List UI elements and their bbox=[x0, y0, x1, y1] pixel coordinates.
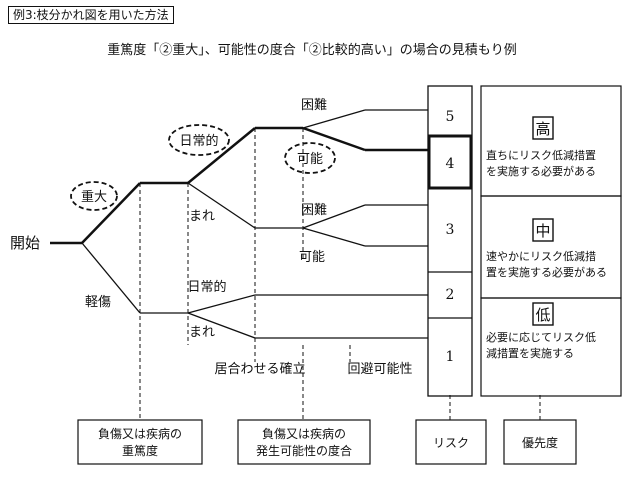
label-minor: 軽傷 bbox=[85, 295, 111, 310]
priority-high-level-frame bbox=[532, 116, 554, 140]
branch-major bbox=[81, 182, 141, 244]
footer-likelihood-box bbox=[237, 419, 371, 465]
risk-3: 3 bbox=[446, 222, 455, 238]
footer-likelihood-line-2: 発生可能性の度合 bbox=[256, 443, 352, 458]
branch-minor-routine bbox=[187, 294, 256, 314]
priority-high-level: 高 bbox=[535, 120, 550, 138]
footer-severity-box bbox=[77, 419, 203, 465]
label-start: 開始 bbox=[10, 234, 40, 252]
branch-routine-possible bbox=[302, 126, 366, 152]
label-exposure: 居合わせる確立 bbox=[214, 361, 305, 377]
risk-1: 1 bbox=[446, 349, 455, 365]
risk-2: 2 bbox=[446, 287, 455, 303]
ellipse-routine bbox=[168, 124, 230, 156]
risk-column: 5 4 3 2 1 bbox=[427, 85, 473, 397]
priority-high-text-1: 直ちにリスク低減措置 bbox=[486, 148, 596, 162]
footer-priority-box bbox=[503, 419, 577, 465]
footer-severity-line-2: 重篤度 bbox=[122, 443, 158, 458]
highlight-ellipses bbox=[70, 124, 336, 211]
branch-major-rare bbox=[187, 182, 256, 229]
ellipse-major bbox=[70, 181, 118, 211]
branch-minor-rare bbox=[187, 312, 256, 339]
priority-low-level: 低 bbox=[535, 306, 550, 324]
label-major-rare: まれ bbox=[189, 209, 215, 224]
figure-caption: 例3:枝分かれ図を用いた方法 bbox=[8, 6, 174, 24]
branch-rare-possible bbox=[302, 227, 366, 247]
footer-priority: 優先度 bbox=[522, 435, 558, 450]
ellipse-possible bbox=[284, 142, 336, 174]
label-difficult-1: 困難 bbox=[301, 98, 327, 113]
priority-mid-level: 中 bbox=[535, 222, 550, 240]
label-possible-1: 可能 bbox=[297, 152, 323, 167]
footer-risk: リスク bbox=[433, 436, 469, 450]
label-minor-routine: 日常的 bbox=[187, 279, 226, 295]
risk-selected-box bbox=[427, 134, 473, 190]
branch-rare-difficult bbox=[302, 204, 366, 229]
tree-lines bbox=[50, 109, 428, 339]
branch-major-routine bbox=[187, 127, 256, 184]
risk-column-frame bbox=[427, 85, 473, 397]
footer-risk-box bbox=[415, 419, 487, 465]
label-possible-2: 可能 bbox=[299, 250, 325, 265]
priority-mid-text-1: 速やかにリスク低減措 bbox=[486, 249, 596, 263]
guide-lines bbox=[139, 128, 541, 420]
priority-mid-text-2: 置を実施する必要がある bbox=[486, 265, 607, 279]
priority-high-box bbox=[480, 85, 622, 197]
label-difficult-2: 困難 bbox=[301, 203, 327, 218]
priority-low-box bbox=[480, 297, 622, 397]
label-major-routine: 日常的 bbox=[179, 133, 218, 149]
priority-high-text-2: を実施する必要がある bbox=[486, 164, 596, 178]
priority-mid-box bbox=[480, 195, 622, 299]
footer-likelihood-line-1: 負傷又は疾病の bbox=[262, 426, 346, 441]
label-major: 重大 bbox=[81, 189, 107, 205]
priority-low-text-1: 必要に応じてリスク低 bbox=[486, 330, 596, 344]
label-minor-rare: まれ bbox=[189, 325, 215, 340]
priority-mid-level-frame bbox=[532, 218, 554, 242]
priority-low-level-frame bbox=[532, 302, 554, 326]
risk-5: 5 bbox=[446, 109, 455, 125]
label-avoid: 回避可能性 bbox=[347, 362, 412, 377]
footer-severity-line-1: 負傷又は疾病の bbox=[98, 426, 182, 441]
branch-routine-difficult bbox=[302, 109, 366, 129]
priority-column: 高 直ちにリスク低減措置 を実施する必要がある 中 速やかにリスク低減措 置を実… bbox=[480, 85, 622, 397]
footer-boxes: 負傷又は疾病の 重篤度 負傷又は疾病の 発生可能性の度合 リスク 優先度 bbox=[77, 419, 577, 465]
branch-minor bbox=[81, 242, 141, 314]
risk-4: 4 bbox=[446, 156, 455, 172]
diagram-title: 重篤度「②重大」、可能性の度合「②比較的高い」の場合の見積もり例 bbox=[107, 42, 517, 58]
priority-low-text-2: 減措置を実施する bbox=[486, 346, 574, 360]
